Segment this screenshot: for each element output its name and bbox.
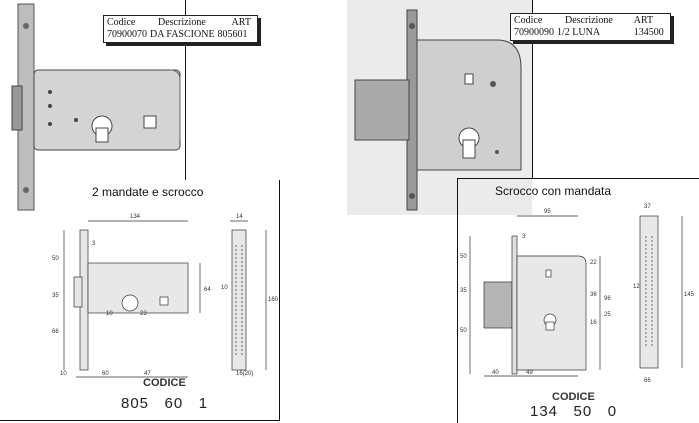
dim-134: 134 (130, 214, 141, 220)
right-drawing-border-top (457, 178, 699, 179)
right-codice-number: 134 50 0 (530, 403, 618, 420)
header-art: ART (633, 15, 654, 26)
dim-10-bottom: 10 (60, 371, 67, 377)
dim-66: 66 (644, 378, 651, 384)
dim-35: 35 (460, 288, 467, 294)
left-drawing-title: 2 mandate e scrocco (92, 185, 204, 199)
dim-3: 3 (92, 241, 96, 247)
dim-14: 14 (236, 214, 243, 220)
dim-64: 64 (204, 287, 211, 293)
right-code-table: Codice Descrizione ART 70900090 1/2 LUNA… (510, 13, 671, 41)
cell-art: 134500 (633, 27, 664, 38)
dim-49: 49 (526, 370, 533, 376)
dim-50: 50 (52, 256, 59, 262)
dim-36: 36 (590, 292, 597, 298)
cell-codice: 70900090 (514, 27, 554, 38)
dim-60: 60 (102, 371, 109, 377)
left-drawing-border-right (279, 180, 280, 420)
left-lock-photo (10, 0, 270, 215)
right-technical-drawing: 95 37 3 50 35 50 22 36 96 16 25 12 145 4… (460, 204, 695, 384)
dim-23: 23 (140, 311, 147, 317)
dim-16: 16 (590, 320, 597, 326)
header-codice: Codice (514, 15, 543, 26)
header-descrizione: Descrizione (565, 15, 613, 26)
cell-descrizione: DA FASCIONE (150, 29, 215, 40)
dim-66: 66 (52, 329, 59, 335)
right-photo-divider (532, 0, 533, 178)
right-lock-photo (347, 0, 532, 215)
right-codice-label: CODICE (552, 391, 595, 403)
dim-40: 40 (492, 370, 499, 376)
dim-145: 145 (684, 292, 695, 298)
dim-160: 160 (268, 297, 279, 303)
left-code-table: Codice Descrizione ART 70900070 DA FASCI… (103, 15, 258, 43)
dim-35: 35 (52, 293, 59, 299)
dim-37: 37 (644, 204, 651, 210)
dim-50: 50 (460, 254, 467, 260)
header-descrizione: Descrizione (158, 17, 206, 28)
dim-22: 22 (590, 260, 597, 266)
dim-95: 95 (544, 209, 551, 215)
dim-47: 47 (144, 371, 151, 377)
dim-3: 3 (522, 234, 526, 240)
left-lock-photo-image (11, 3, 181, 211)
right-lock-photo-image (354, 9, 522, 211)
right-drawing-border-left (457, 178, 458, 423)
dim-96: 96 (604, 296, 611, 302)
dim-16-20: 16(20) (236, 371, 253, 377)
header-art: ART (231, 17, 251, 28)
right-drawing-title: Scrocco con mandata (495, 184, 612, 198)
dim-50b: 50 (460, 328, 467, 334)
dim-12: 12 (633, 284, 640, 290)
cell-codice: 70900070 (107, 29, 147, 40)
header-codice: Codice (107, 17, 136, 28)
cell-descrizione: 1/2 LUNA (557, 27, 601, 38)
left-codice-number: 805 60 1 (121, 395, 209, 412)
left-drawing-border-bottom (0, 420, 280, 421)
dim-10-side: 10 (221, 285, 228, 291)
dim-25: 25 (604, 312, 611, 318)
left-codice-label: CODICE (143, 377, 186, 389)
cell-art: 805601 (217, 29, 248, 40)
left-technical-drawing: 134 14 3 50 35 66 64 160 10 10 23 10 60 … (52, 214, 279, 378)
dim-10: 10 (106, 311, 113, 317)
left-photo-divider (185, 0, 186, 180)
